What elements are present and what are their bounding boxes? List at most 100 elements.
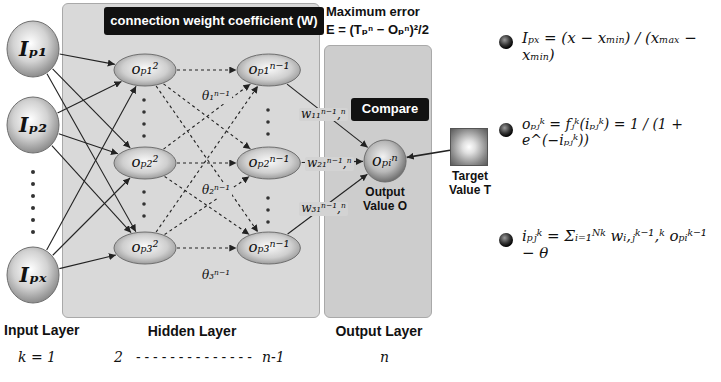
compare-box-text: Compare [362,102,418,117]
hidden-neuron: oₚ₃² [113,231,177,265]
normalization-formula-holder: Iₚₓ = (x − xₘᵢₙ) / (xₘₐₓ − xₘᵢₙ) [522,30,717,65]
hidden-neuron-shape [114,147,176,179]
input-neuron-text: Iₚ₂ [19,114,47,137]
dot [31,206,35,210]
layer-name: Input Layer [4,322,79,338]
hidden-layer-panel-caption: Hidden Layer [148,323,237,339]
layer-index-holder: n-1 [262,348,285,366]
dot [31,194,35,198]
layer-index-holder: k = 1 [18,348,56,366]
error-heading: Maximum error [326,5,420,20]
output-layer-panel-caption-holder: Output Layer [325,322,433,340]
weight-label: w₁₁ⁿ⁻¹,ⁿ [299,108,348,122]
threshold-label: θ₁ⁿ⁻¹ [200,90,232,104]
weight-label-holder: w₁₁ⁿ⁻¹,ⁿ [299,104,348,122]
hidden-neuron-text: oₚ₃² [131,239,158,256]
compare-box: Compare [351,98,429,121]
bullet [499,35,513,49]
dot [266,132,270,136]
error-formula: E = (Tₚⁿ − Oₚⁿ)²/2 [326,23,429,38]
threshold-label: θ₃ⁿ⁻¹ [200,269,232,283]
layer-index: k = 1 [18,349,56,365]
hidden-neuron-shape [237,147,300,179]
dot [142,134,146,138]
weighted-sum-formula-holder: iₚⱼᵏ = Σᵢ₌₁ᴺᵏ wᵢ,ⱼᵏ⁻¹,ᵏ oₚᵢᵏ⁻¹ − θ [522,228,717,263]
dot [266,208,270,212]
output-neuron-text: oₚᵢⁿ [372,152,398,170]
input-neuron-shape [7,247,59,303]
bullet [499,233,513,247]
weight-label-holder: w₃₁ⁿ⁻¹,ⁿ [299,198,348,216]
dot [142,98,146,102]
input-neuron: Iₚ₂ [6,96,60,154]
layer-index: n [380,349,389,365]
hidden-neuron: oₚ₃ⁿ⁻¹ [236,231,301,265]
output-neuron: oₚᵢⁿOutput Value O [363,139,407,183]
dot [266,108,270,112]
hidden-connection [165,176,250,234]
hidden-connection [177,162,236,163]
layer-index-holder: n [380,348,389,366]
dot [142,190,146,194]
layer-index-holder: 2 [114,348,123,366]
dot [266,120,270,124]
dot [142,214,146,218]
input-neuron-text: Iₚₓ [20,264,47,287]
error-formula-holder: E = (Tₚⁿ − Oₚⁿ)²/2 [326,20,429,38]
hidden-neuron-text: oₚ₃ⁿ⁻¹ [248,239,289,256]
output-neuron-caption: Output Value O [356,186,414,214]
sigmoid-formula: oₚⱼᵏ = fⱼᵏ(iₚⱼᵏ) = 1 / (1 + e^(−iₚⱼᵏ)) [522,116,717,148]
sigmoid-formula-holder: oₚⱼᵏ = fⱼᵏ(iₚⱼᵏ) = 1 / (1 + e^(−iₚⱼᵏ)) [522,116,717,149]
dot [31,230,35,234]
hidden-connection [156,86,258,232]
hidden-neuron: oₚ₂ⁿ⁻¹ [236,146,301,180]
threshold-label-holder: θ₁ⁿ⁻¹ [200,86,232,104]
hidden-connection [165,177,250,235]
connection-line [53,178,130,255]
normalization-formula: Iₚₓ = (x − xₘᵢₙ) / (xₘₐₓ − xₘᵢₙ) [522,30,717,65]
input-neuron-text: Iₚ₁ [19,38,47,61]
dot [142,202,146,206]
connection-line [287,84,368,147]
input-neuron-shape [7,21,59,77]
error-heading-holder: Maximum error [326,2,420,20]
input-neuron: Iₚₓ [6,246,60,304]
layer-name-holder: Input Layer [4,321,79,339]
weight-caption-box: connection weight coefficient (W) [104,7,323,35]
hidden-connection [156,86,258,232]
hidden-neuron-text: oₚ₂ⁿ⁻¹ [248,154,289,171]
layer-index: n-1 [262,349,285,365]
dot [142,110,146,114]
hidden-neuron-shape [237,232,300,264]
hidden-neuron-text: oₚ₂² [131,154,158,171]
hidden-neuron-text: oₚ₁² [131,61,158,78]
dot [266,220,270,224]
threshold-label-holder: θ₂ⁿ⁻¹ [200,180,232,198]
hidden-layer-panel-caption-holder: Hidden Layer [63,322,321,340]
bullet [499,123,513,137]
dot [142,122,146,126]
dot [31,182,35,186]
output-neuron-shape [364,140,406,182]
connection-line [58,82,122,113]
hidden-neuron-shape [114,54,176,86]
weighted-sum-formula: iₚⱼᵏ = Σᵢ₌₁ᴺᵏ wᵢ,ⱼᵏ⁻¹,ᵏ oₚᵢᵏ⁻¹ − θ [522,228,717,263]
connection-line [47,86,136,250]
dot [266,196,270,200]
dot [31,218,35,222]
hidden-layer-panel: connection weight coefficient (W) oₚ₁² oₚ₂… [62,3,320,318]
connection-line [288,174,368,234]
output-neuron-caption-holder: Output Value O [356,186,414,214]
connection-line [59,255,116,269]
hidden-connection [177,247,236,248]
weight-label: w₃₁ⁿ⁻¹,ⁿ [299,202,348,216]
hidden-connection [163,84,250,149]
target-value-box: Target Value T [450,128,488,166]
threshold-label: θ₂ⁿ⁻¹ [200,184,232,198]
hidden-connection [177,69,236,70]
input-neuron-shape [7,97,59,153]
output-layer-panel: CompareoₚᵢⁿOutput Value OOutput Layer [324,45,432,318]
hidden-neuron: oₚ₁² [113,53,177,87]
hidden-neuron-text: oₚ₁ⁿ⁻¹ [248,61,289,78]
target-value-box-caption-holder: Target Value T [445,170,495,198]
